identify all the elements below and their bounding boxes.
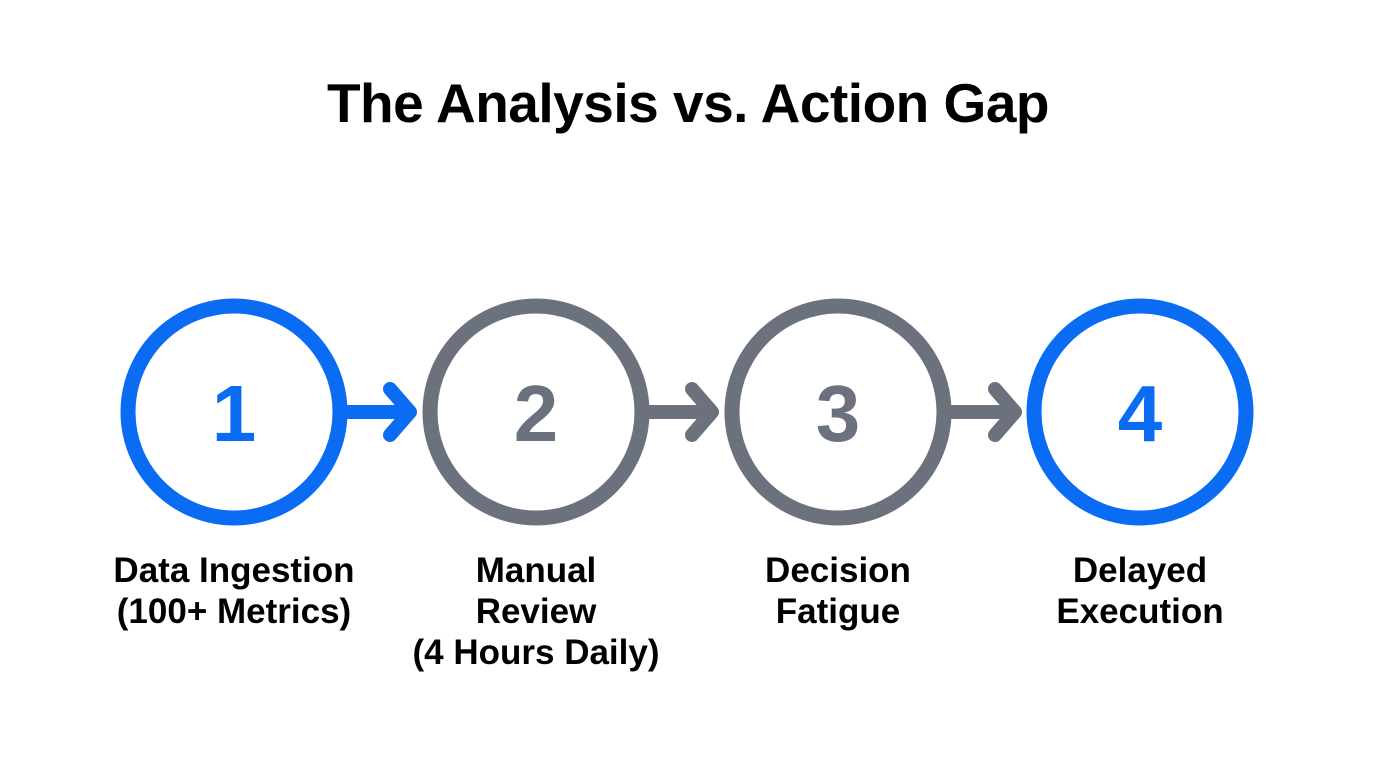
step-label-line: Data Ingestion (113, 551, 355, 590)
step-label-3: Decision Fatigue (688, 550, 988, 632)
step-circle-1: 1 (120, 298, 348, 526)
step-label-line: (100+ Metrics) (116, 592, 352, 631)
step-label-line: Delayed (1072, 551, 1208, 590)
step-label-line: (4 Hours Daily) (412, 633, 660, 672)
arrow-icon (338, 382, 417, 442)
step-number: 2 (514, 369, 559, 458)
step-circle-4: 4 (1026, 298, 1254, 526)
step-label-line: Execution (1056, 592, 1224, 631)
step-circle-2: 2 (422, 298, 650, 526)
arrow-icon (641, 382, 719, 442)
step-label-1: Data Ingestion (100+ Metrics) (84, 550, 384, 632)
step-number: 4 (1118, 369, 1163, 458)
step-label-line: Fatigue (775, 592, 901, 631)
step-label-line: Review (475, 592, 597, 631)
step-label-line: Manual (475, 551, 597, 590)
step-label-2: Manual Review (4 Hours Daily) (386, 550, 686, 673)
step-number: 1 (212, 369, 257, 458)
step-number: 3 (816, 369, 861, 458)
step-label-line: Decision (765, 551, 911, 590)
diagram-title: The Analysis vs. Action Gap (326, 72, 1050, 134)
step-label-4: Delayed Execution (990, 550, 1290, 632)
step-circle-3: 3 (724, 298, 952, 526)
arrow-icon (943, 382, 1022, 442)
